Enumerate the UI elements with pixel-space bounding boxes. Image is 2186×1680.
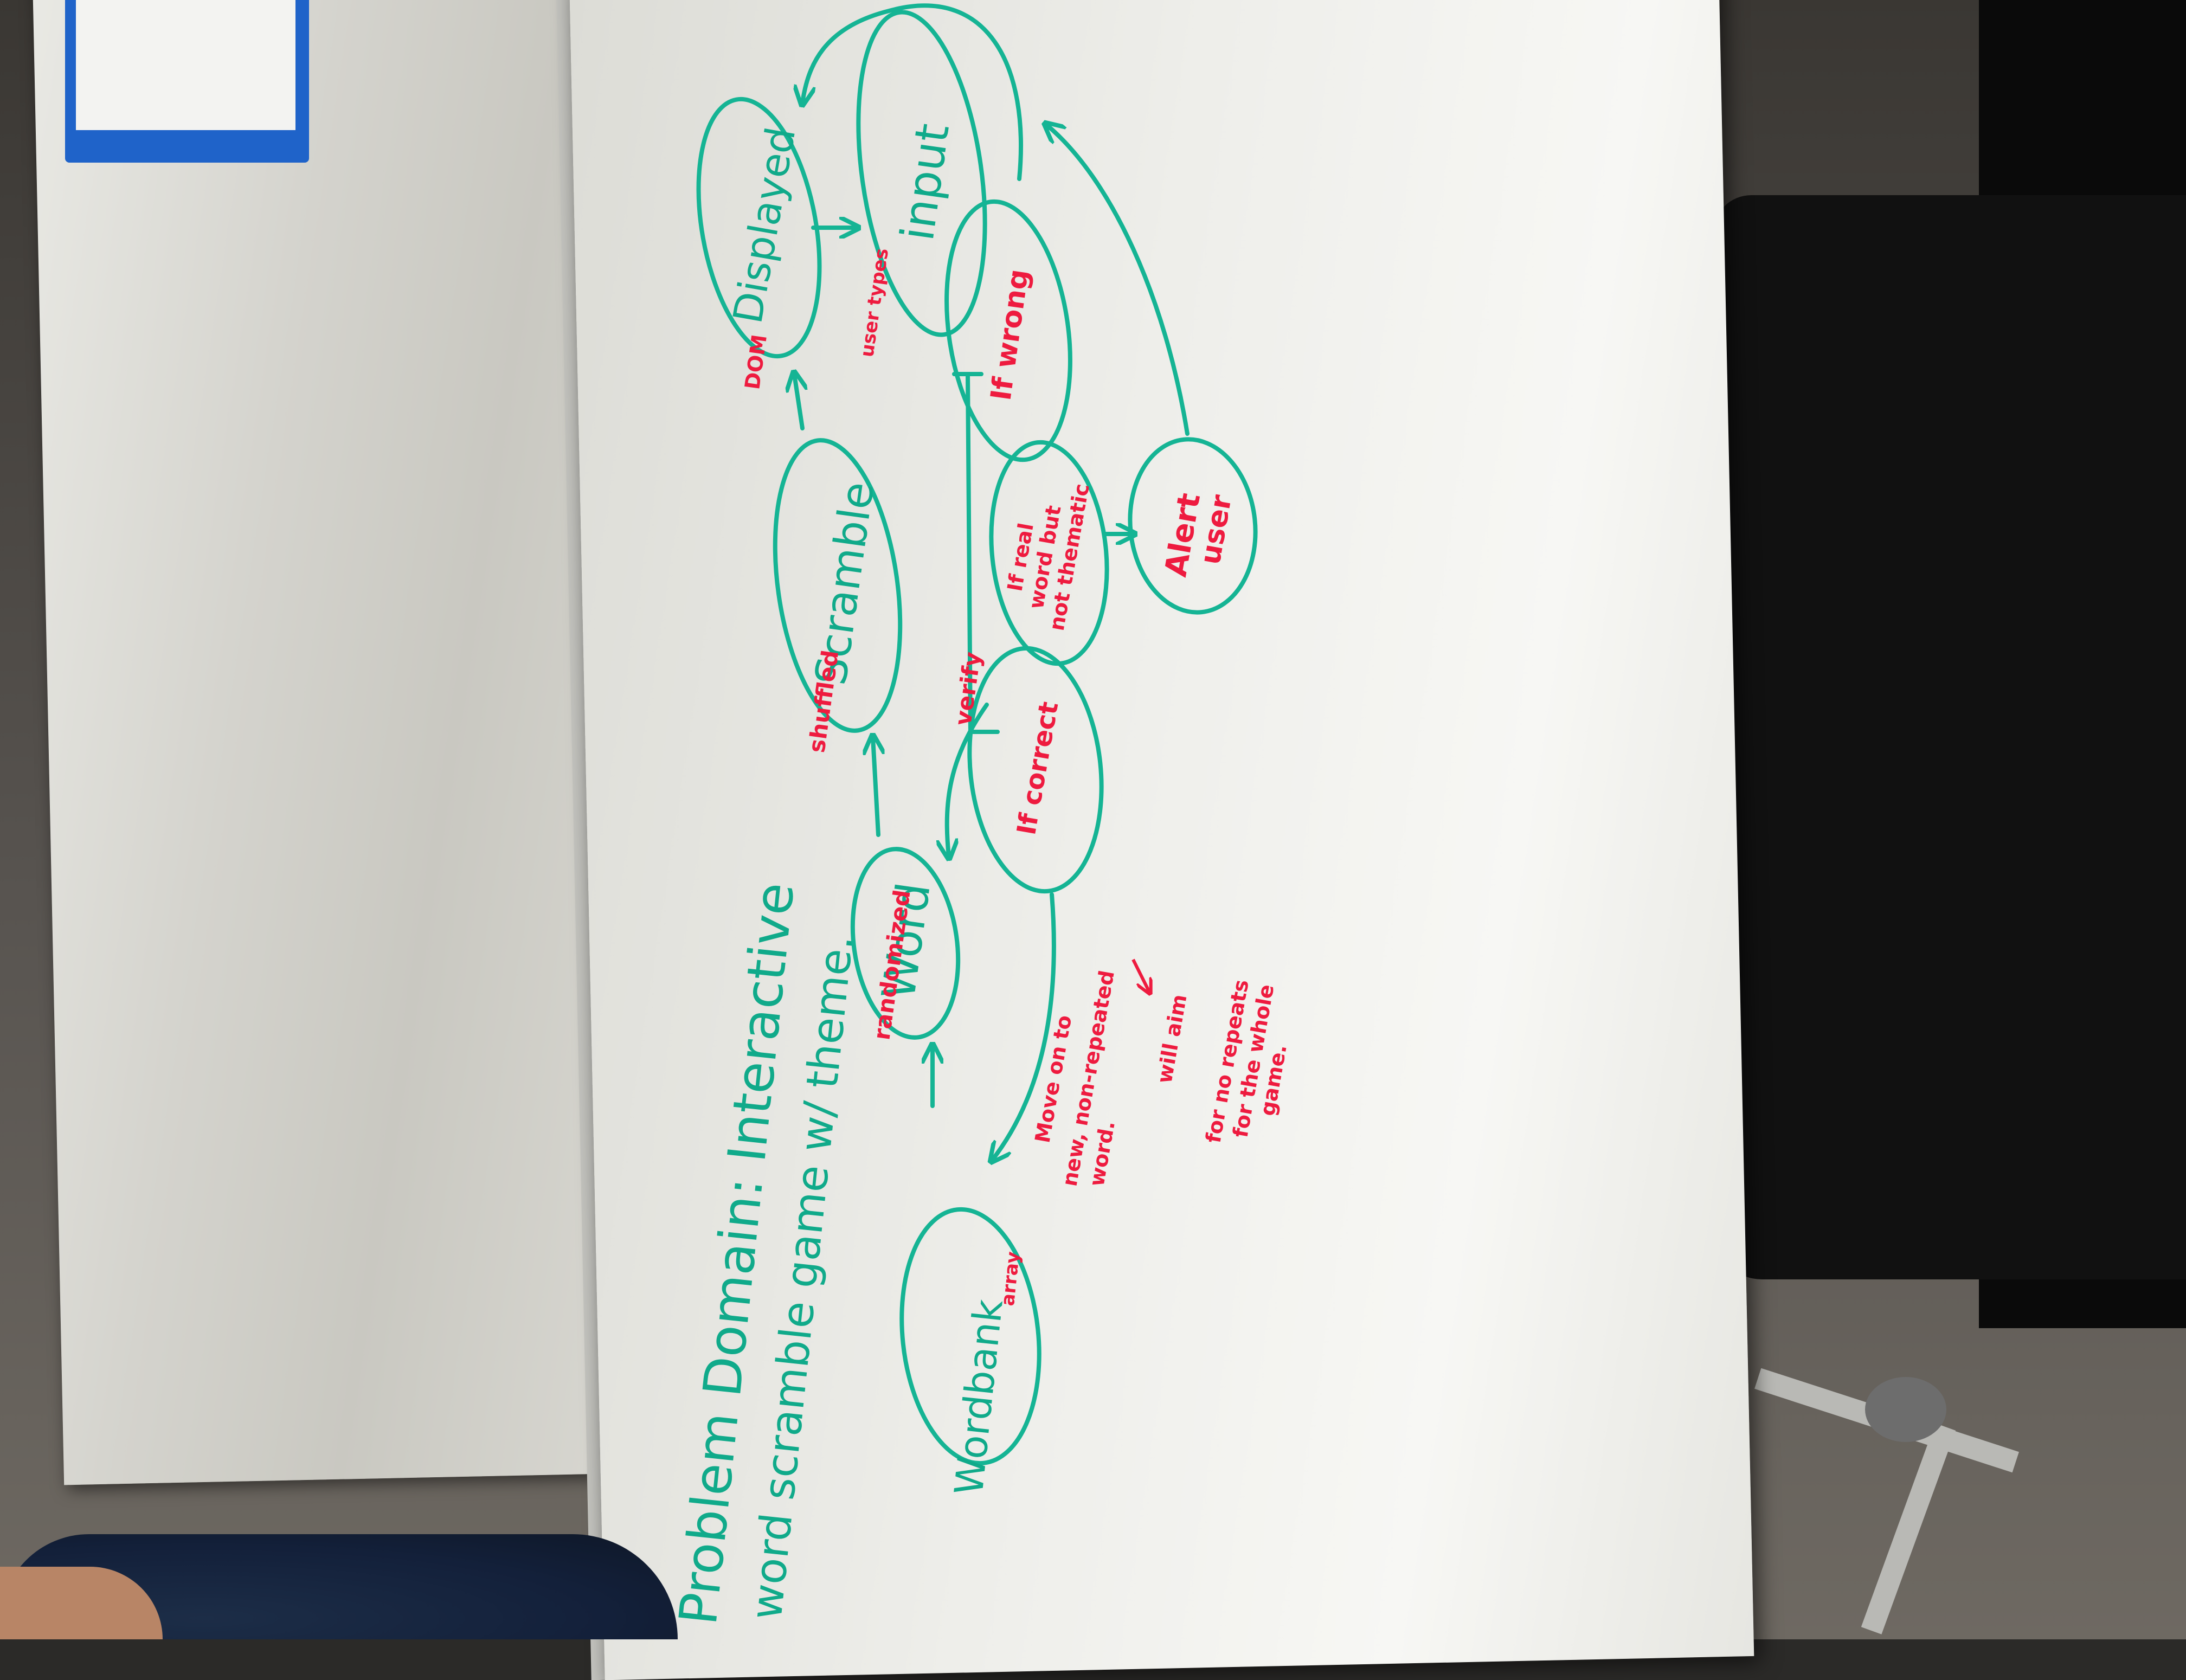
node-if-correct-label: If correct: [1011, 699, 1064, 837]
arrow-scramble-to-displayed: [794, 374, 802, 430]
blue-clipboard: [65, 0, 309, 163]
node-if-real-ellipse: [989, 440, 1109, 666]
label-aim-1: will aim: [1153, 993, 1192, 1085]
node-wordbank-ellipse: [899, 1207, 1041, 1466]
node-displayed-ellipse: [696, 96, 822, 359]
arrow-word-to-scramble: [873, 737, 878, 837]
node-if-wrong-label: If wrong: [985, 267, 1035, 403]
node-input-ellipse: [856, 10, 987, 337]
node-if-correct-ellipse: [967, 646, 1104, 894]
arrow-input-loop-to-displayed: [802, 3, 1023, 181]
arrow-correct-to-wordbank: [992, 892, 1056, 1160]
office-chair: [1713, 195, 2186, 1279]
node-wordbank-label: Wordbank: [946, 1297, 1011, 1497]
node-if-wrong-ellipse: [944, 199, 1072, 462]
label-dom: DOM: [740, 333, 771, 391]
node-word-ellipse: [850, 847, 961, 1040]
arrow-verify-branch: [947, 703, 989, 857]
label-user-types: user types: [856, 247, 893, 358]
whiteboard-diagram: Problem Domain: Interactive word scrambl…: [667, 3, 1291, 1627]
clipboard-paper: [76, 0, 295, 130]
node-scramble-ellipse: [773, 438, 903, 733]
chair-wheel: [1865, 1377, 1946, 1442]
node-displayed-label: Displayed: [724, 124, 805, 327]
bracket-branches: [952, 372, 1000, 734]
arrow-red-note: [1131, 958, 1149, 992]
arrow-alert-loop-to-input: [1046, 125, 1190, 436]
node-input-label: input: [891, 120, 960, 244]
node-wordbank-note: array: [997, 1251, 1024, 1307]
